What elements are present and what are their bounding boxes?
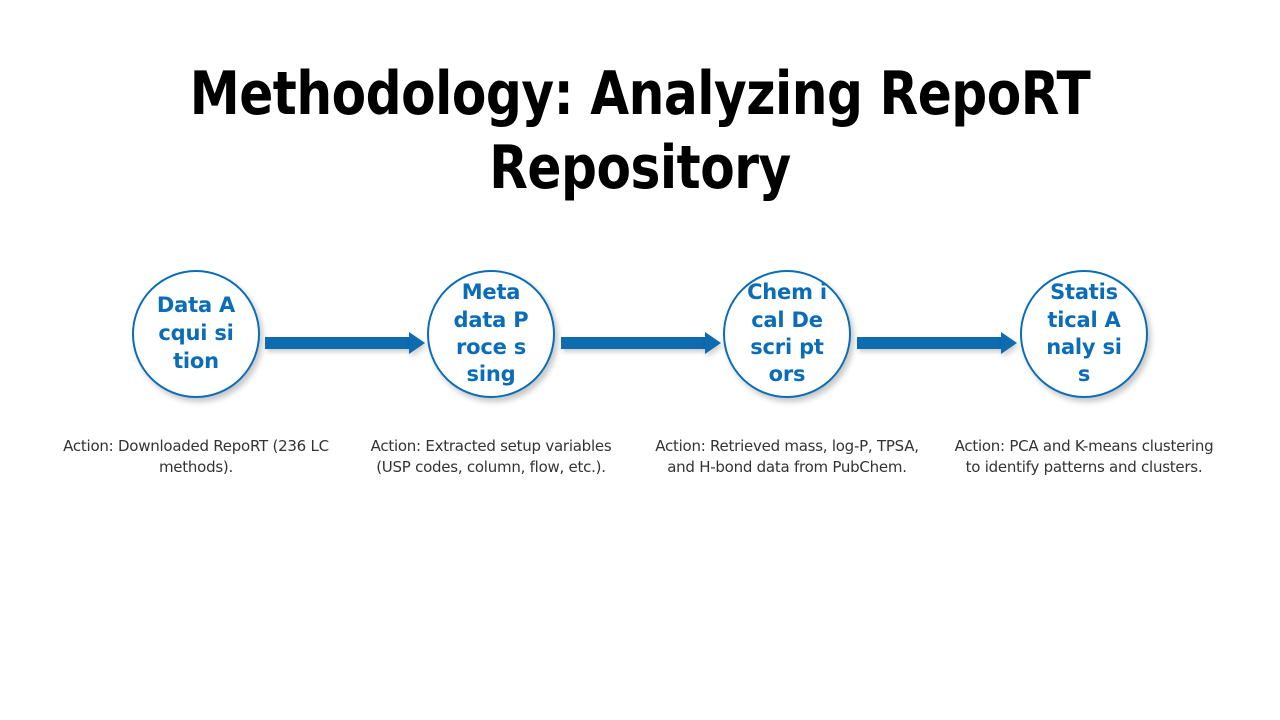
caption-row: Action: Downloaded RepoRT (236 LC method…	[0, 436, 1280, 516]
flow-arrow-3-to-4	[857, 332, 1017, 354]
flow-diagram: Data Acqui sition Meta data Proce ssing …	[0, 270, 1280, 420]
flow-node-label: Statis tical Analy sis	[1046, 280, 1122, 387]
flow-node-statistical-analysis[interactable]: Statis tical Analy sis	[1020, 270, 1148, 398]
flow-node-label: Chem ical Descri ptors	[747, 280, 827, 387]
arrow-head-icon	[705, 332, 721, 354]
flow-node-label: Data Acqui sition	[156, 293, 236, 373]
arrow-bar	[857, 337, 1001, 349]
flow-node-caption: Action: Extracted setup variables (USP c…	[370, 437, 612, 477]
arrow-bar	[265, 337, 409, 349]
title-block: Methodology: Analyzing RepoRT Repository	[140, 58, 1140, 206]
arrow-head-icon	[1001, 332, 1017, 354]
flow-node-data-acquisition[interactable]: Data Acqui sition	[132, 270, 260, 398]
flow-node-caption: Action: PCA and K-means clustering to id…	[954, 437, 1214, 477]
flow-arrow-2-to-3	[561, 332, 721, 354]
arrow-bar	[561, 337, 705, 349]
flow-node-caption: Action: Downloaded RepoRT (236 LC method…	[63, 437, 329, 477]
flow-node-label: Meta data Proce ssing	[453, 280, 529, 387]
flow-node-caption: Action: Retrieved mass, log-P, TPSA, and…	[655, 437, 919, 477]
flow-arrow-1-to-2	[265, 332, 425, 354]
flow-node-metadata-processing[interactable]: Meta data Proce ssing	[427, 270, 555, 398]
page-title: Methodology: Analyzing RepoRT Repository	[189, 59, 1091, 203]
arrow-head-icon	[409, 332, 425, 354]
flow-node-chemical-descriptors[interactable]: Chem ical Descri ptors	[723, 270, 851, 398]
